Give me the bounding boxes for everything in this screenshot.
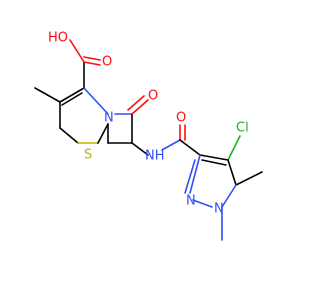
nh-c-bond xyxy=(161,139,181,151)
amide-nh-label: NH xyxy=(145,149,165,164)
pz-bond-1 xyxy=(199,154,229,161)
c-o-double-bond-a xyxy=(83,61,101,66)
c-cl-bond xyxy=(227,135,241,161)
ring-bond-1-double xyxy=(61,92,83,106)
ring-bond-6 xyxy=(83,87,109,115)
carboxylic-acid-group xyxy=(69,39,101,89)
pz-bond-5-double xyxy=(184,159,196,194)
pz-bond-5 xyxy=(189,154,201,194)
c-o-double-bond-b xyxy=(83,56,101,61)
c-nh-bond xyxy=(131,142,149,156)
c-pyrazole-bond xyxy=(179,139,201,156)
ring-nitrogen-label: N xyxy=(104,111,114,126)
lactam-oxygen-label: O xyxy=(148,89,158,104)
methyl-bond xyxy=(34,87,61,103)
amide-oxygen-label: O xyxy=(176,111,186,126)
pz-bond-1-double xyxy=(201,159,227,166)
pyrazole-n2-label: N xyxy=(186,194,196,209)
acid-carbonyl-oxygen-label: O xyxy=(102,55,112,70)
ring-bond-3 xyxy=(59,127,79,144)
pyrazole-n1-label: N xyxy=(214,202,224,217)
lactam-co-b xyxy=(127,95,145,111)
amide-linker xyxy=(131,124,201,156)
methyl-5-bond xyxy=(235,171,263,186)
lactam-co-a xyxy=(131,99,149,115)
chlorine-label: Cl xyxy=(236,121,249,136)
pz-bond-4 xyxy=(192,199,213,208)
molecule-diagram: HO O O N S NH O Cl N N xyxy=(34,31,263,241)
pyrazole-ring xyxy=(184,135,263,241)
hydroxyl-label: HO xyxy=(48,31,68,46)
beta-lactam-ring xyxy=(107,95,149,144)
ring-bond-1 xyxy=(59,87,85,103)
dihydrothiazine-ring xyxy=(34,87,109,144)
pz-bond-2 xyxy=(227,159,237,186)
c-oh-bond xyxy=(69,39,85,63)
ring-bond-5 xyxy=(97,123,109,144)
structure-svg: HO O O N S NH O Cl N N xyxy=(34,31,263,241)
pz-bond-3 xyxy=(221,184,237,208)
sulfur-label: S xyxy=(84,148,92,163)
